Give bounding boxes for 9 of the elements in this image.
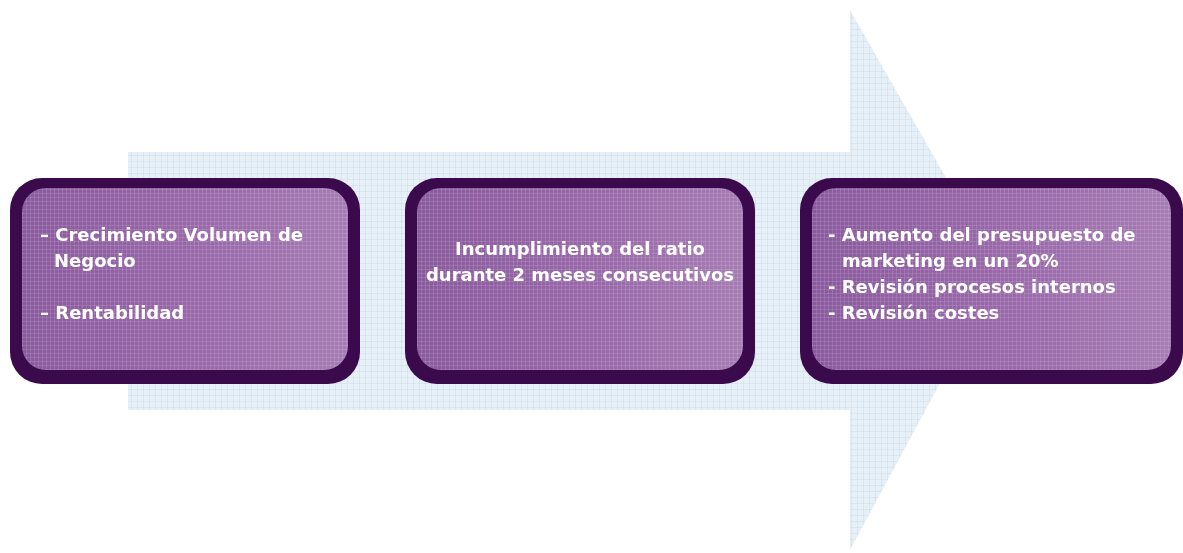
- rounded-box: [800, 178, 1183, 384]
- rounded-box: [405, 178, 755, 384]
- box-text: – Rentabilidad: [40, 301, 186, 325]
- box-text: - Revisión costes: [828, 301, 1001, 325]
- box-text: Incumplimiento del ratio durante 2 meses consecutivos: [425, 237, 735, 287]
- box-text: – Crecimiento Volumen de Negocio: [40, 223, 305, 273]
- box-text: - Aumento del presupuesto de marketing en un 20%: [828, 223, 1137, 273]
- rounded-box: [10, 178, 360, 384]
- box-text: - Revisión procesos internos: [828, 275, 1117, 299]
